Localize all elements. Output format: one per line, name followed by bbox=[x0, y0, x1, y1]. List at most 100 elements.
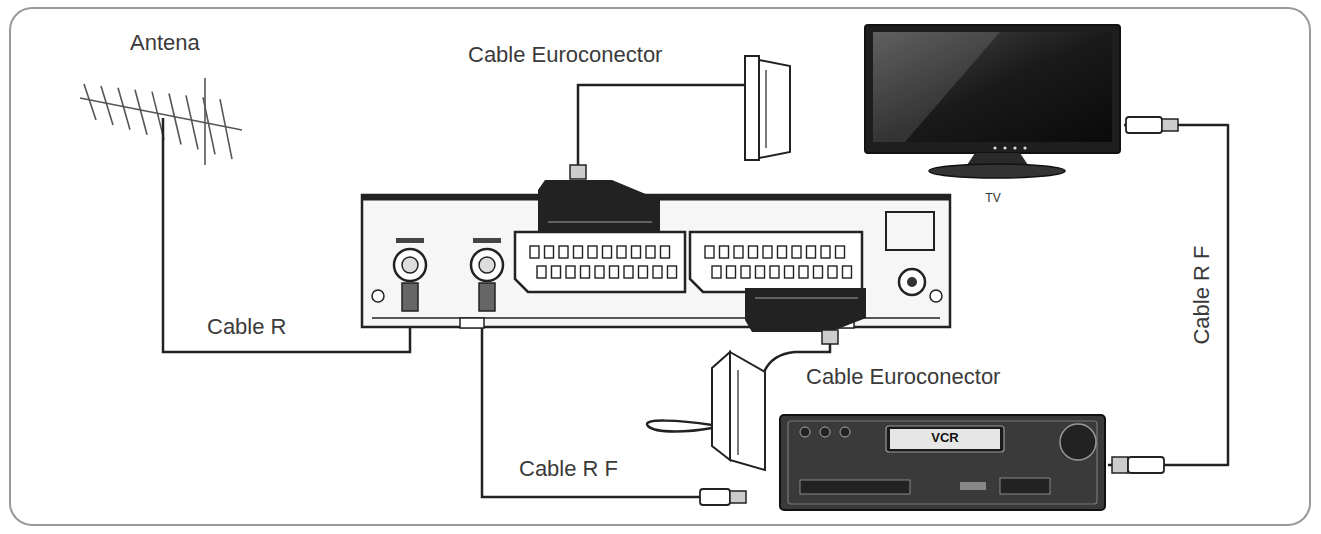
antenna-element bbox=[118, 88, 130, 130]
scart-plug bbox=[822, 330, 838, 344]
coax-cable bbox=[482, 310, 700, 497]
scart-pin bbox=[617, 246, 626, 258]
antenna-element bbox=[101, 86, 113, 125]
scart-pin bbox=[807, 246, 816, 258]
rf-plug bbox=[700, 489, 730, 505]
vcr-unit bbox=[1000, 478, 1050, 494]
scart-pin bbox=[734, 246, 743, 258]
scart-pin bbox=[712, 266, 721, 278]
scart-plug bbox=[759, 60, 790, 158]
scart-plug bbox=[570, 165, 586, 179]
scart-pin bbox=[741, 266, 750, 278]
antenna-element bbox=[186, 95, 198, 149]
rf-plug bbox=[402, 283, 418, 311]
rf-plug bbox=[1112, 457, 1128, 473]
scart-pin bbox=[545, 246, 554, 258]
receiver-rear bbox=[402, 257, 418, 273]
antenna bbox=[204, 78, 206, 165]
receiver-rear bbox=[907, 277, 917, 287]
vcr-unit bbox=[800, 480, 910, 494]
scart-socket bbox=[690, 232, 862, 292]
scart-pin bbox=[588, 246, 597, 258]
scart-plug bbox=[745, 56, 790, 160]
cable-label: Cable Euroconector bbox=[468, 44, 662, 66]
receiver-rear bbox=[899, 269, 925, 295]
rf-cable bbox=[1108, 125, 1228, 465]
antenna-element bbox=[220, 99, 232, 159]
scart-pin bbox=[785, 266, 794, 278]
cable-label: Cable R F bbox=[1190, 242, 1214, 347]
scart-pin bbox=[799, 266, 808, 278]
scart-pin bbox=[821, 246, 830, 258]
scart-pin bbox=[574, 246, 583, 258]
receiver-rear bbox=[471, 249, 503, 281]
scart-pin bbox=[559, 246, 568, 258]
scart-plug bbox=[538, 165, 660, 232]
antenna-label: Antena bbox=[130, 32, 200, 54]
cable-label: Cable R bbox=[207, 316, 286, 338]
tv-set bbox=[993, 146, 996, 149]
rf-plug bbox=[1126, 117, 1162, 133]
scart-plug bbox=[712, 352, 730, 460]
tv-set bbox=[1003, 146, 1006, 149]
scart-pin bbox=[639, 266, 648, 278]
scart-pin bbox=[763, 246, 772, 258]
tv-set bbox=[873, 32, 1112, 142]
scart-socket bbox=[515, 232, 685, 292]
receiver-rear bbox=[394, 249, 426, 281]
rf-plug bbox=[402, 283, 495, 311]
vcr-unit bbox=[960, 482, 986, 490]
antenna-element bbox=[169, 94, 181, 145]
scart-pin bbox=[668, 266, 677, 278]
scart-pin bbox=[778, 246, 787, 258]
scart-pin bbox=[632, 246, 641, 258]
frame-border bbox=[10, 8, 1310, 525]
scart-pin bbox=[727, 266, 736, 278]
scart-pin bbox=[566, 266, 575, 278]
antenna-element bbox=[84, 84, 96, 120]
tv-set bbox=[1023, 146, 1026, 149]
scart-pin bbox=[530, 246, 539, 258]
rf-plug bbox=[479, 283, 495, 311]
scart-plug bbox=[538, 180, 660, 232]
scart-plug bbox=[745, 288, 866, 332]
scart-plug bbox=[745, 288, 866, 344]
tv-set bbox=[873, 32, 1000, 142]
scart-pin bbox=[661, 246, 670, 258]
receiver-rear bbox=[473, 238, 501, 243]
vcr-unit bbox=[890, 429, 1000, 449]
scart-pin bbox=[595, 266, 604, 278]
scart-pin bbox=[720, 246, 729, 258]
rf-plug bbox=[1128, 457, 1164, 473]
receiver-rear bbox=[479, 257, 495, 273]
vcr-unit bbox=[780, 415, 1105, 510]
antenna-element bbox=[135, 90, 147, 135]
scart-pin bbox=[828, 266, 837, 278]
scart-pin bbox=[843, 266, 852, 278]
antenna bbox=[162, 118, 165, 126]
scart-plug bbox=[765, 70, 766, 148]
vcr-unit bbox=[820, 427, 830, 437]
scart-pin bbox=[770, 266, 779, 278]
antenna bbox=[80, 78, 242, 165]
cable-label: Cable R F bbox=[519, 458, 618, 480]
scart-plug bbox=[755, 297, 858, 299]
node-label: VCR bbox=[890, 431, 1000, 445]
scart-plug bbox=[712, 352, 765, 470]
scart-pin bbox=[646, 246, 655, 258]
scart-pin bbox=[705, 246, 714, 258]
scart-pin bbox=[552, 266, 561, 278]
scart-pin bbox=[610, 266, 619, 278]
scart-plug bbox=[737, 370, 738, 455]
scart-pin bbox=[537, 266, 546, 278]
receiver-rear bbox=[372, 290, 384, 302]
vcr-unit bbox=[1060, 424, 1096, 460]
scart-pin bbox=[624, 266, 633, 278]
scart-plug bbox=[730, 352, 765, 470]
scart-pin bbox=[836, 246, 845, 258]
receiver-rear bbox=[886, 212, 934, 250]
scart-plug bbox=[745, 56, 759, 160]
tv-node: TV bbox=[862, 22, 1124, 190]
